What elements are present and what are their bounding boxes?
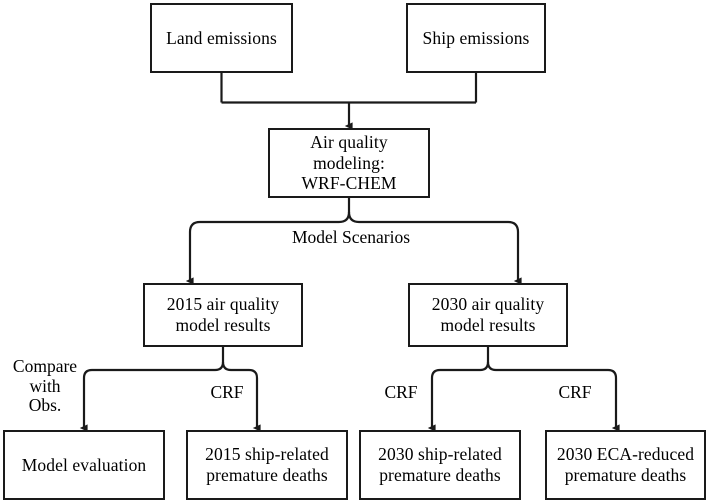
- node-model-evaluation-label: Model evaluation: [21, 454, 147, 475]
- node-2015-ship-related-deaths-label: 2015 ship-related premature deaths: [205, 444, 329, 485]
- edge-split-left: [188, 211, 351, 268]
- node-2030-eca-reduced-deaths: 2030 ECA-reduced premature deaths: [545, 430, 706, 500]
- edge-label-model-scenarios: Model Scenarios: [291, 227, 411, 247]
- edge-label-crf-2030-eca: CRF: [558, 382, 592, 402]
- edge-label-crf-2015: CRF: [210, 382, 244, 402]
- node-2015-air-quality-results-label: 2015 air quality model results: [166, 294, 280, 335]
- edge-2030-to-shipdeaths: [430, 361, 490, 418]
- node-2030-air-quality-results-label: 2030 air quality model results: [431, 294, 545, 335]
- edge-2030-to-ecadeaths: [486, 361, 618, 418]
- node-ship-emissions-label: Ship emissions: [422, 27, 530, 48]
- node-2030-ship-related-deaths: 2030 ship-related premature deaths: [359, 430, 521, 500]
- edge-2015-to-modeleval: [82, 361, 225, 418]
- edge-label-compare-with-obs: Compare with Obs.: [12, 356, 78, 416]
- node-land-emissions: Land emissions: [150, 3, 293, 73]
- node-2030-ship-related-deaths-label: 2030 ship-related premature deaths: [378, 444, 502, 485]
- edge-2015-to-deaths: [221, 361, 259, 418]
- node-land-emissions-label: Land emissions: [166, 27, 277, 48]
- node-2030-air-quality-results: 2030 air quality model results: [408, 283, 568, 347]
- node-model-evaluation: Model evaluation: [3, 430, 165, 500]
- edge-split-right: [347, 211, 520, 268]
- node-air-quality-model: Air quality modeling: WRF-CHEM: [268, 128, 430, 198]
- edge-label-crf-2030-ship: CRF: [384, 382, 418, 402]
- node-air-quality-model-label: Air quality modeling: WRF-CHEM: [301, 132, 397, 194]
- node-ship-emissions: Ship emissions: [406, 3, 546, 73]
- node-2015-air-quality-results: 2015 air quality model results: [143, 283, 303, 347]
- node-2030-eca-reduced-deaths-label: 2030 ECA-reduced premature deaths: [556, 444, 695, 485]
- node-2015-ship-related-deaths: 2015 ship-related premature deaths: [186, 430, 348, 500]
